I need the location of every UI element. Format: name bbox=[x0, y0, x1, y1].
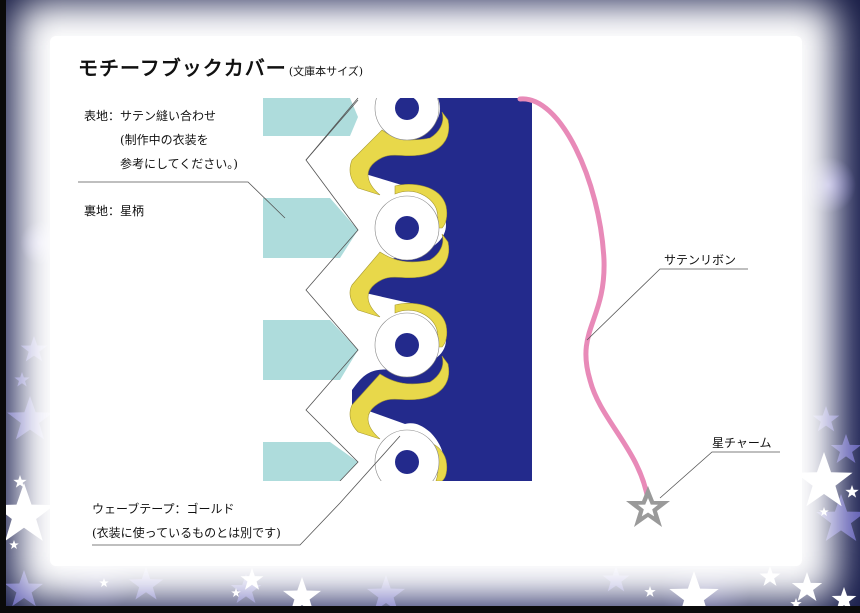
label-outer-fabric-line3: 参考にしてください。) bbox=[120, 157, 238, 171]
star-charm bbox=[626, 486, 670, 527]
label-outer-fabric-line1: 表地：サテン縫い合わせ bbox=[84, 109, 217, 123]
label-wave-tape-line2: (衣装に使っているものとは別です) bbox=[92, 526, 281, 540]
label-wave-tape: ウェーブテープ：ゴールド (衣装に使っているものとは別です) bbox=[92, 497, 281, 545]
zigzag-edge bbox=[305, 99, 359, 482]
label-outer-fabric-line2: (制作中の衣装を bbox=[120, 133, 209, 147]
title-subtitle: (文庫本サイズ) bbox=[288, 65, 364, 78]
bottom-border bbox=[0, 606, 860, 613]
label-satin-ribbon: サテンリボン bbox=[664, 253, 737, 267]
page-title: モチーフブックカバー(文庫本サイズ) bbox=[78, 52, 363, 81]
label-outer-fabric: 表地：サテン縫い合わせ (制作中の衣装を 参考にしてください。) bbox=[84, 104, 238, 176]
label-star-charm: 星チャーム bbox=[712, 436, 772, 450]
outer-fabric-stripes bbox=[263, 98, 358, 481]
satin-ribbon bbox=[517, 96, 651, 503]
title-main: モチーフブックカバー bbox=[78, 56, 287, 80]
leader-lines bbox=[78, 181, 780, 546]
label-inner-fabric: 裏地：星柄 bbox=[84, 204, 145, 218]
label-wave-tape-line1: ウェーブテープ：ゴールド bbox=[92, 502, 235, 516]
